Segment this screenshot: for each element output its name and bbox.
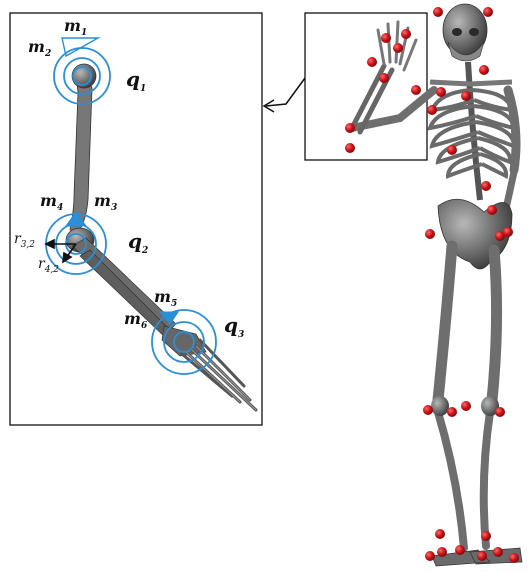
eye-socket-right <box>469 28 479 36</box>
detail-panel: m1 m2 q1 m4 m3 q2 r3,2 r4,2 m5 m6 q3 <box>10 13 262 425</box>
eye-socket-left <box>452 28 462 36</box>
left-knee <box>431 396 449 416</box>
left-femur <box>438 246 452 400</box>
clavicles <box>430 82 512 84</box>
skeleton-figure <box>305 4 522 566</box>
callout-arrow <box>264 78 305 112</box>
right-femur <box>492 250 497 400</box>
right-tibia <box>484 412 490 546</box>
left-tibia <box>438 412 464 548</box>
